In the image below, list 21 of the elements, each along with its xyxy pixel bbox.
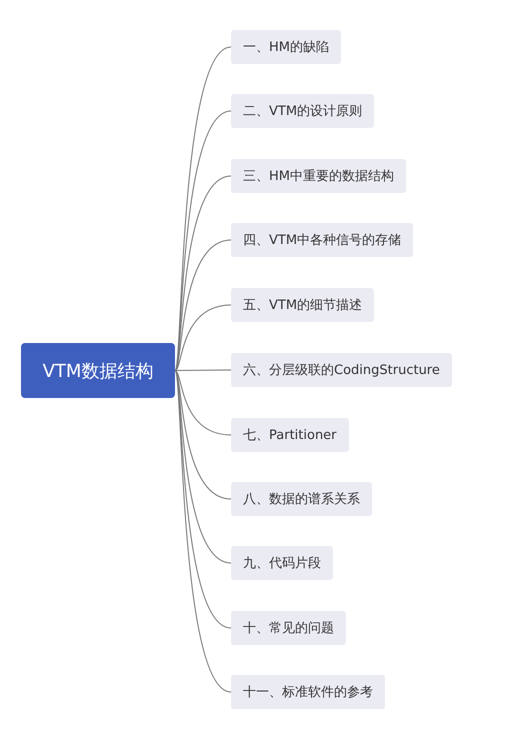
topic-box: 十一、标准软件的参考 [231,675,385,709]
topic-box: 六、分层级联的CodingStructure [231,353,452,387]
topic-box: 五、VTM的细节描述 [231,288,374,322]
root-topic-box: VTM数据结构 [21,343,175,398]
connector-line [174,240,232,371]
connector-line [174,304,232,371]
topic-box: 九、代码片段 [231,546,333,580]
topic-box: 三、HM中重要的数据结构 [231,159,406,193]
topic-box: 二、VTM的设计原则 [231,94,374,128]
connector-line [174,110,232,371]
connector-line [174,46,232,371]
topic-box: 八、数据的谱系关系 [231,482,372,516]
connector-line [174,370,232,628]
connector-line [174,370,232,436]
topic-box: 十、常见的问题 [231,611,346,645]
connector-line [174,370,232,500]
connector-line [174,370,232,371]
topic-box: 七、Partitioner [231,418,349,452]
topic-box: 一、HM的缺陷 [231,30,341,64]
connector-line [174,370,232,692]
topic-box: 四、VTM中各种信号的存储 [231,223,414,257]
